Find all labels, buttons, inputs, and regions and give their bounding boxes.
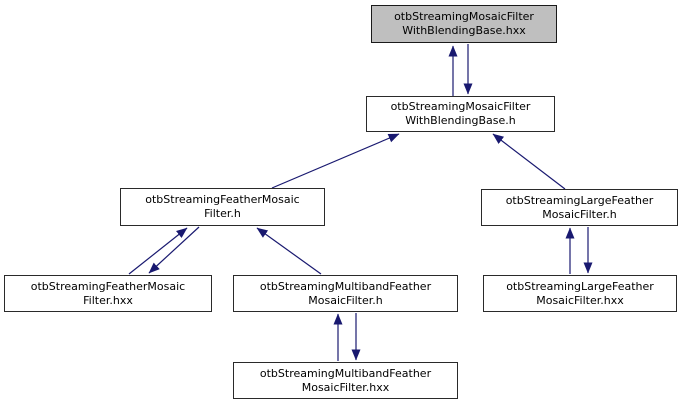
node-label-line1: otbStreamingMosaicFilter xyxy=(390,100,531,113)
edge-multibandh-to-featherh xyxy=(256,227,322,275)
node-label-line2: WithBlendingBase.hxx xyxy=(402,24,526,37)
node-label-line1: otbStreamingMultibandFeather xyxy=(259,279,432,293)
node-label-line2: Filter.hxx xyxy=(83,293,133,307)
node-label-line1: otbStreamingLargeFeather xyxy=(505,193,654,207)
node-streaming-mosaic-filter-with-blending-base-hxx: otbStreamingMosaicFilter WithBlendingBas… xyxy=(371,5,557,43)
node-streaming-feather-mosaic-filter-h[interactable]: otbStreamingFeatherMosaic Filter.h xyxy=(120,188,325,226)
node-streaming-mosaic-filter-with-blending-base-h[interactable]: otbStreamingMosaicFilter WithBlendingBas… xyxy=(366,96,555,132)
node-streaming-multiband-feather-mosaic-filter-h[interactable]: otbStreamingMultibandFeather MosaicFilte… xyxy=(233,275,458,312)
node-label-line1: otbStreamingLargeFeather xyxy=(506,279,654,293)
node-label-line1: otbStreamingMultibandFeather xyxy=(259,366,432,380)
node-label-line2: WithBlendingBase.h xyxy=(405,114,516,127)
node-streaming-large-feather-mosaic-filter-hxx[interactable]: otbStreamingLargeFeather MosaicFilter.hx… xyxy=(483,275,677,312)
node-label-line2: MosaicFilter.h xyxy=(308,293,383,307)
node-label-line2: MosaicFilter.h xyxy=(542,207,617,221)
edge-featherh-to-featherhxx xyxy=(148,226,200,274)
node-label-line1: otbStreamingFeatherMosaic xyxy=(145,193,300,206)
edge-largefeatherh-to-baseh xyxy=(492,133,566,190)
node-label-line2: Filter.h xyxy=(204,207,241,220)
node-streaming-feather-mosaic-filter-hxx[interactable]: otbStreamingFeatherMosaic Filter.hxx xyxy=(4,275,212,312)
node-streaming-multiband-feather-mosaic-filter-hxx[interactable]: otbStreamingMultibandFeather MosaicFilte… xyxy=(233,362,458,399)
node-label-line2: MosaicFilter.hxx xyxy=(301,380,390,394)
edge-featherh-to-baseh xyxy=(271,133,400,189)
node-streaming-large-feather-mosaic-filter-h[interactable]: otbStreamingLargeFeather MosaicFilter.h xyxy=(481,189,678,226)
node-label-line2: MosaicFilter.hxx xyxy=(536,293,624,307)
node-label-line1: otbStreamingMosaicFilter xyxy=(394,10,534,23)
edge-featherhxx-to-featherh xyxy=(128,227,188,275)
node-label-line1: otbStreamingFeatherMosaic xyxy=(30,279,186,293)
